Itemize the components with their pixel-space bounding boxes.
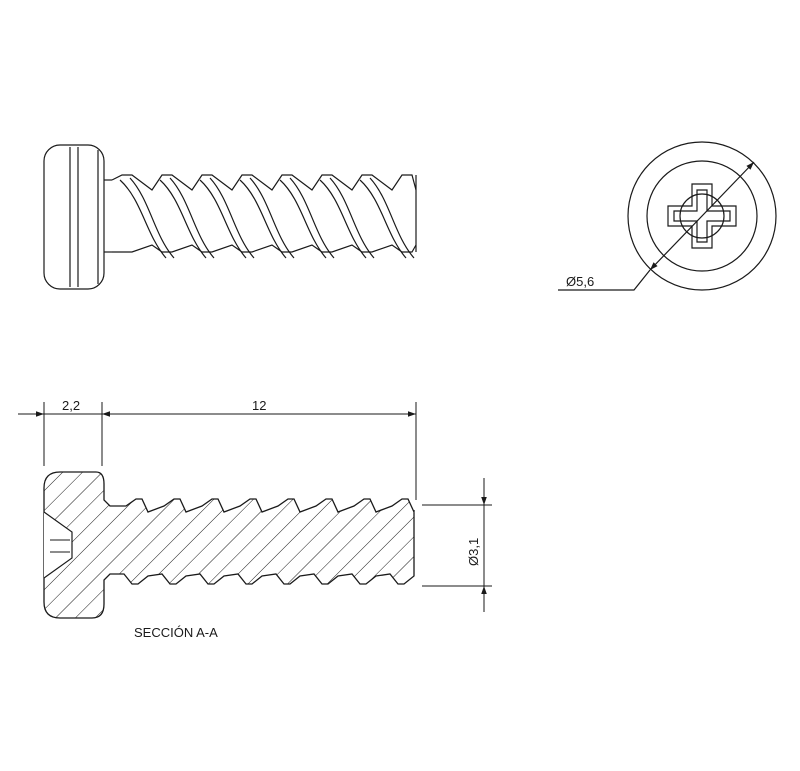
thread-flank <box>249 177 295 259</box>
thread-flanks <box>119 177 415 259</box>
thread-flank <box>119 179 167 259</box>
thread-flank <box>329 177 375 259</box>
section-outline <box>43 471 415 619</box>
screw-head-side <box>43 144 105 290</box>
thread-flank <box>319 179 367 259</box>
head-recess <box>43 511 73 579</box>
thread-flank <box>239 179 287 259</box>
thread-profile-top <box>111 174 417 191</box>
thread-flank <box>209 177 255 259</box>
thread-flank <box>199 179 247 259</box>
screw-side-view <box>43 144 417 290</box>
screw-top-view <box>558 141 777 291</box>
thread-flank <box>289 177 335 259</box>
shank-diameter-dimension <box>422 478 492 612</box>
thread-flank <box>369 177 415 259</box>
thread-flank <box>359 179 407 259</box>
length-dimensions <box>18 402 417 500</box>
thread-flank <box>279 179 327 259</box>
thread-flank <box>169 177 215 259</box>
shank-length-label: 12 <box>252 398 266 413</box>
screw-shank-side <box>104 174 417 259</box>
thread-flank <box>129 177 175 259</box>
diameter-dimension-line <box>649 161 755 271</box>
head-length-label: 2,2 <box>62 398 80 413</box>
section-caption: SECCIÓN A-A <box>134 625 218 640</box>
section-view <box>43 471 415 619</box>
head-outer-circle <box>627 141 777 291</box>
head-inner-circle <box>646 160 758 272</box>
diameter-leader-line <box>558 269 651 291</box>
thread-flank <box>159 179 207 259</box>
shank-diameter-label: Ø3,1 <box>466 538 481 566</box>
top-view-diameter-label: Ø5,6 <box>566 274 594 289</box>
